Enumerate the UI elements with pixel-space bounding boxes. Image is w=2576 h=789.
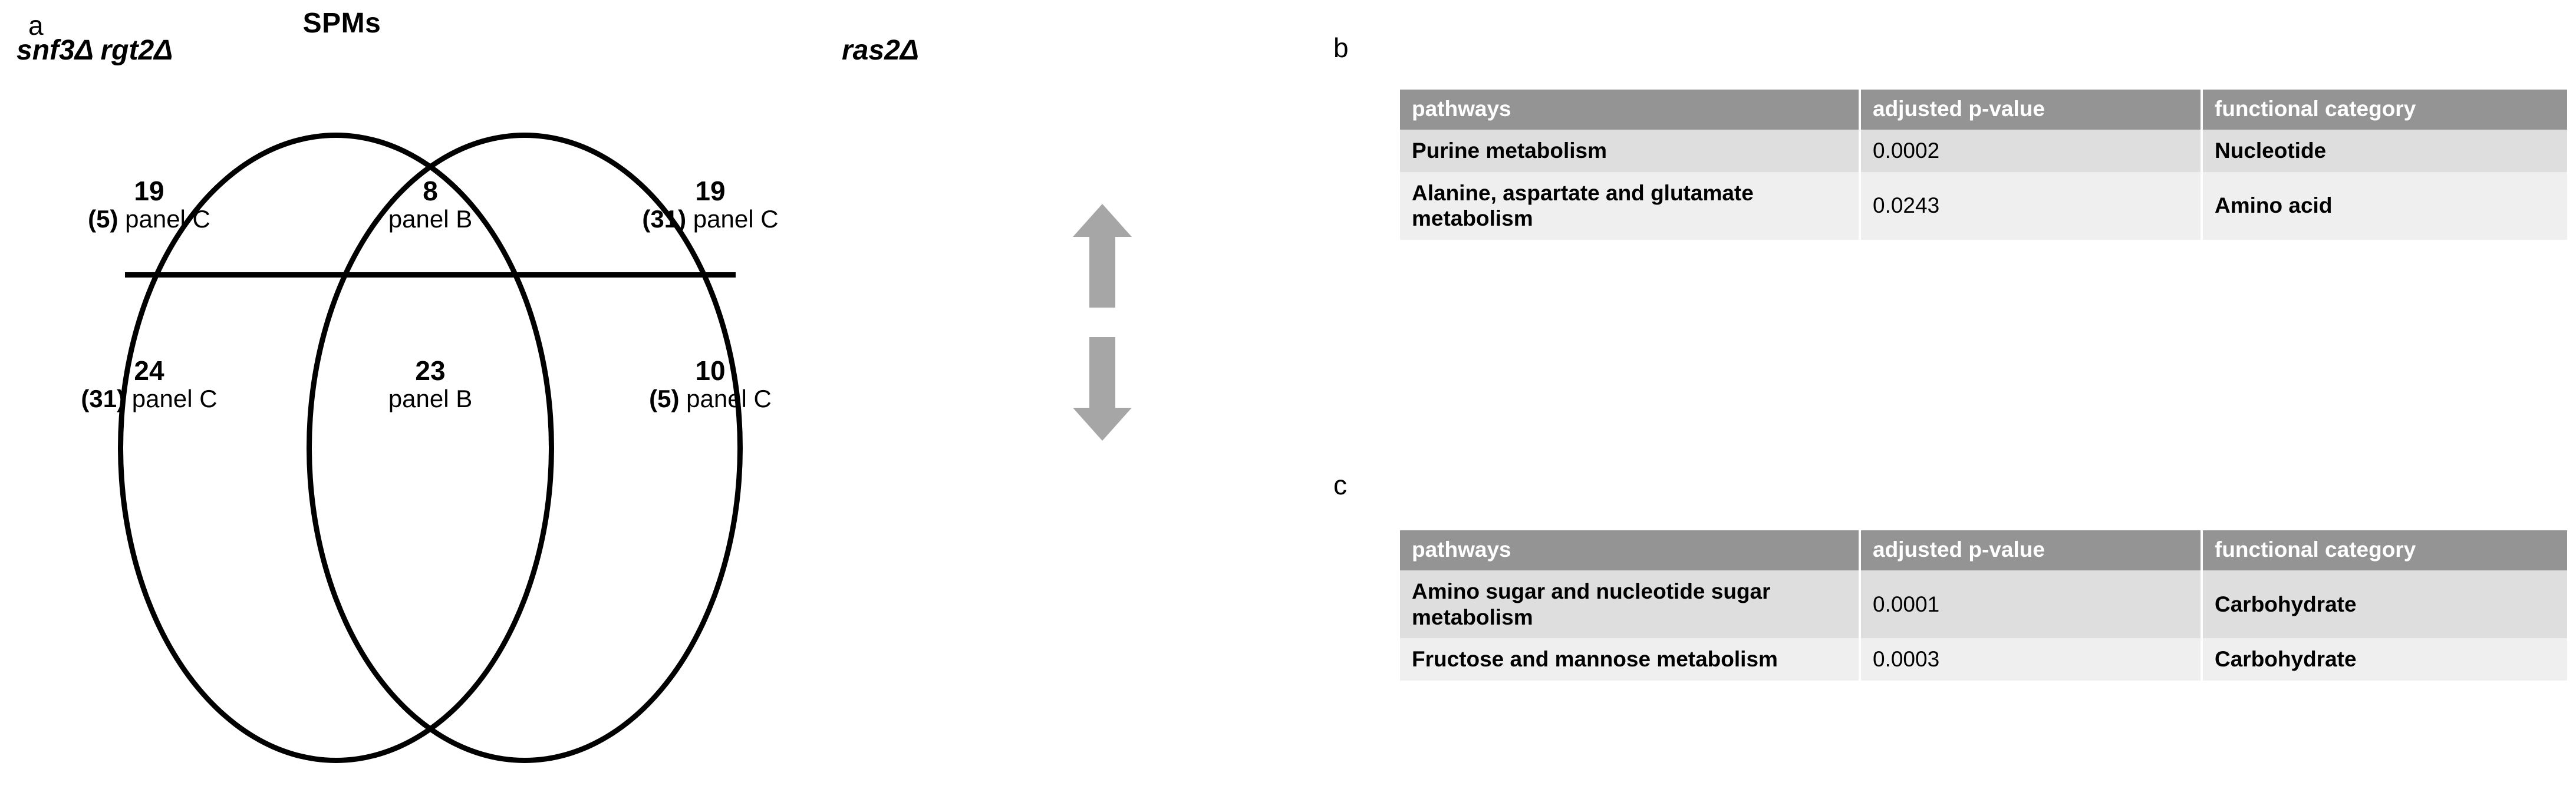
table-b-header-pvalue: adjusted p-value [1860,90,2203,130]
venn-paren-left-down: (31) [81,385,126,413]
table-c-r1-pathway: Fructose and mannose metabolism [1400,638,1861,681]
table-b-r0-pathway: Purine metabolism [1400,130,1861,172]
table-b-r1-pathway: Alanine, aspartate and glutamate metabol… [1400,171,1861,240]
venn-region-center-down: 23 panel B [333,356,528,414]
venn-sub-left-up: (5) panel C [52,205,246,233]
venn-note-center-up: panel B [388,205,473,233]
table-b-header-pathways: pathways [1400,90,1861,130]
table-b: pathways adjusted p-value functional cat… [1400,90,2567,240]
venn-sub-center-up: panel B [333,205,528,233]
panel-letter-c: c [1333,470,1347,500]
venn-note-right-up: panel C [693,205,779,233]
table-c-header-row: pathways adjusted p-value functional cat… [1400,530,2567,570]
table-row: Fructose and mannose metabolism 0.0003 C… [1400,638,2567,681]
venn-horizontal-divider [125,272,736,278]
venn-region-center-up: 8 panel B [333,177,528,234]
venn-paren-left-up: (5) [88,205,118,233]
table-c-header-pvalue: adjusted p-value [1860,530,2203,570]
venn-count-left-up: 19 [134,176,164,206]
venn-sub-right-down: (5) panel C [613,385,808,413]
down-arrow-icon [1073,337,1132,441]
venn-stage: 19 (5) panel C 8 panel B 19 (31) panel C… [0,0,1285,789]
table-row: Amino sugar and nucleotide sugar metabol… [1400,570,2567,639]
venn-region-right-down: 10 (5) panel C [613,356,808,414]
venn-set-label-left: snf3Δ rgt2Δ [17,35,173,66]
venn-circle-right [307,133,743,763]
venn-note-left-up: panel C [125,205,210,233]
table-b-header-row: pathways adjusted p-value functional cat… [1400,90,2567,130]
table-c-r0-category: Carbohydrate [2202,570,2567,639]
venn-region-left-up: 19 (5) panel C [52,177,246,234]
table-c: pathways adjusted p-value functional cat… [1400,530,2567,681]
table-b-r0-category: Nucleotide [2202,130,2567,172]
table-c-r0-pvalue: 0.0001 [1860,570,2203,639]
panel-a-venn: a SPMs snf3Δ rgt2Δ ras2Δ 19 (5) panel C … [0,0,1285,789]
venn-count-left-down: 24 [134,355,164,386]
venn-sub-left-down: (31) panel C [52,385,246,413]
venn-note-left-down: panel C [131,385,218,413]
table-row: Alanine, aspartate and glutamate metabol… [1400,171,2567,240]
panel-letter-b: b [1333,32,1349,63]
table-c-r1-category: Carbohydrate [2202,638,2567,681]
table-b-header-category: functional category [2202,90,2567,130]
venn-set-label-right: ras2Δ [842,35,919,66]
table-b-r0-pvalue: 0.0002 [1860,130,2203,172]
table-c-r0-pathway: Amino sugar and nucleotide sugar metabol… [1400,570,1861,639]
venn-paren-right-down: (5) [649,385,680,413]
panel-letter-a: a [28,10,44,41]
venn-sub-center-down: panel B [333,385,528,413]
table-c-header-pathways: pathways [1400,530,1861,570]
venn-title: SPMs [302,8,381,39]
venn-note-right-down: panel C [686,385,772,413]
venn-region-right-up: 19 (31) panel C [613,177,808,234]
venn-count-center-down: 23 [415,355,446,386]
table-b-r1-pvalue: 0.0243 [1860,171,2203,240]
table-c-r1-pvalue: 0.0003 [1860,638,2203,681]
table-c-header-category: functional category [2202,530,2567,570]
venn-paren-right-up: (31) [642,205,687,233]
venn-count-center-up: 8 [423,176,438,206]
table-row: Purine metabolism 0.0002 Nucleotide [1400,130,2567,172]
venn-region-left-down: 24 (31) panel C [52,356,246,414]
venn-count-right-up: 19 [695,176,726,206]
venn-count-right-down: 10 [695,355,726,386]
table-b-r1-category: Amino acid [2202,171,2567,240]
up-arrow-icon [1073,204,1132,308]
venn-sub-right-up: (31) panel C [613,205,808,233]
venn-note-center-down: panel B [388,385,473,413]
